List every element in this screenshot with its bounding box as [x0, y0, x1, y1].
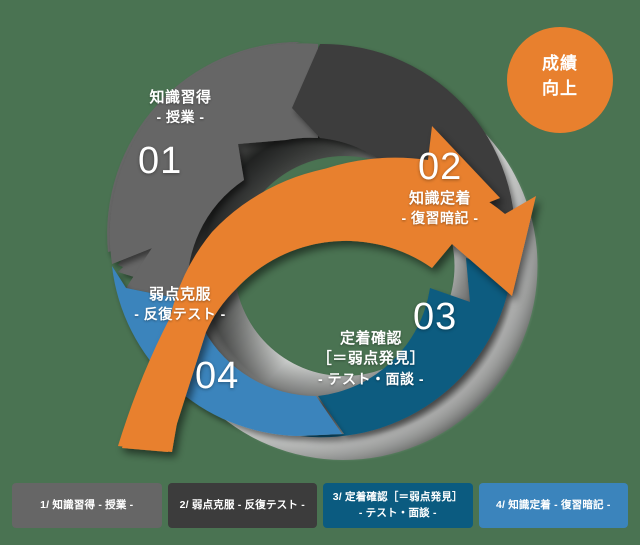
- legend-item-3-label: 3/ 定着確認［＝弱点発見］: [332, 490, 463, 503]
- legend-item-2-label: 2/ 弱点克服 - 反復テスト -: [179, 498, 305, 511]
- segment-03-shape[interactable]: [300, 258, 512, 438]
- legend-item-1[interactable]: 1/ 知識習得 - 授業 -: [12, 483, 162, 528]
- legend-item-3[interactable]: 3/ 定着確認［＝弱点発見］ - テスト・面談 -: [323, 483, 473, 528]
- legend-item-4[interactable]: 4/ 知識定着 - 復習暗記 -: [478, 483, 628, 528]
- legend-item-3-wrap: 3/ 定着確認［＝弱点発見］ - テスト・面談 -: [333, 490, 463, 522]
- legend-item-2[interactable]: 2/ 弱点克服 - 反復テスト -: [167, 483, 317, 528]
- legend: 1/ 知識習得 - 授業 - 2/ 弱点克服 - 反復テスト - 3/ 定着確認…: [0, 483, 640, 538]
- goal-bubble[interactable]: [507, 27, 613, 133]
- legend-item-4-label: 4/ 知識定着 - 復習暗記 -: [495, 498, 611, 511]
- progress-arrow: [118, 126, 536, 452]
- legend-item-1-label: 1/ 知識習得 - 授業 -: [40, 498, 134, 511]
- cycle-diagram: [107, 27, 613, 462]
- segment-04-shape[interactable]: [112, 266, 342, 436]
- legend-item-3-label2: - テスト・面談 -: [358, 506, 437, 519]
- segment-01-shape[interactable]: [109, 43, 318, 300]
